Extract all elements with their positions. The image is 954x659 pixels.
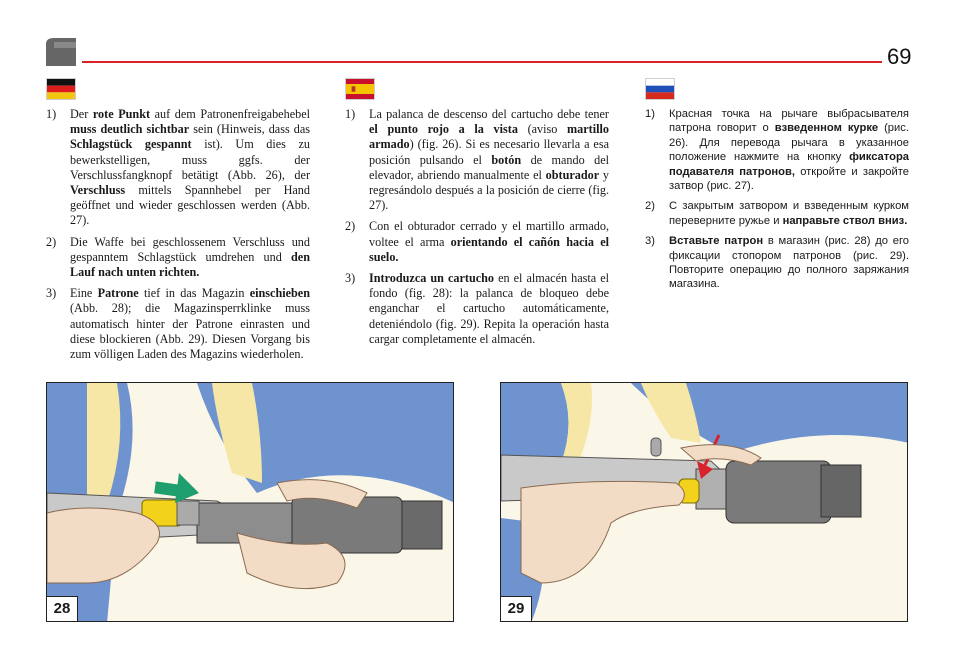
page-number: 69 (887, 44, 912, 69)
step-text-bold: muss deutlich sichtbar (70, 122, 190, 137)
step-text: Con el obturador cerrado y el martillo a… (369, 219, 609, 249)
spanish-instructions: 1) La palanca de descenso del cartucho de… (345, 107, 609, 353)
step-text: откройте и закройте затвор (рис. 27). (669, 165, 909, 193)
step-text: de mando del elevador, abriendo manualme… (369, 152, 609, 182)
chapter-tab-icon (46, 38, 76, 66)
step-number: 2) (345, 219, 356, 234)
step-text-bold: einschieben (249, 286, 310, 301)
figure-28-illustration (47, 383, 453, 621)
step-text-bold: Schlagstück gespannt (70, 137, 192, 152)
instruction-step: 1) Красная точка на рычаге выбрасывателя … (645, 107, 909, 193)
step-text-bold: den Lauf nach unten richten. (70, 249, 310, 280)
step-text-bold: obturador (545, 167, 600, 182)
step-text: ist). Um dies zu bewerkstelligen, muss g… (70, 137, 310, 182)
step-number: 1) (645, 108, 655, 120)
russian-instructions: 1) Красная точка на рычаге выбрасывателя … (645, 107, 909, 298)
step-text-bold: Patrone (97, 286, 139, 301)
step-text: mittels Spannhebel per Hand geöffnet und… (70, 183, 310, 228)
step-text: (Abb. 28); die Magazinsperrklinke muss a… (70, 301, 310, 362)
figure-28: 28 (46, 382, 454, 622)
figure-29: 29 (500, 382, 908, 622)
instruction-step: 2) Die Waffe bei geschlossenem Verschluss… (46, 235, 310, 281)
step-text: Die Waffe bei geschlossenem Verschluss u… (70, 234, 310, 264)
step-text: en el almacén hasta el fondo (fig. 28): … (369, 271, 610, 346)
step-text: Der (70, 107, 93, 121)
step-text: (рис. 26). Для перевода рычага в указанн… (669, 122, 909, 164)
step-text-bold: фиксатора подавателя патронов, (669, 151, 909, 178)
instruction-step: 3) Eine Patrone tief in das Magazin einsc… (46, 286, 310, 362)
step-text: y regresándolo después a la posición de … (369, 167, 609, 213)
step-text: tief in das Magazin (138, 286, 250, 301)
step-text: Eine (70, 286, 98, 301)
step-text-bold: направьте ствол вниз. (782, 214, 908, 227)
step-text-bold: el punto rojo a la vista (369, 122, 518, 137)
figure-29-illustration (501, 383, 907, 621)
figure-28-number: 28 (47, 596, 78, 621)
step-number: 2) (645, 200, 655, 213)
step-number: 3) (345, 271, 356, 286)
spanish-flag-icon (345, 78, 375, 100)
step-text: auf dem Patronenfreigabehebel (150, 107, 310, 121)
instruction-step: 1) La palanca de descenso del cartucho de… (345, 107, 609, 213)
figure-29-number: 29 (501, 596, 532, 621)
step-number: 3) (645, 235, 655, 248)
instruction-step: 1) Der rote Punkt auf dem Patronenfreigab… (46, 107, 310, 229)
step-text-bold: Вставьте патрон (669, 235, 764, 248)
instruction-step: 2) С закрытым затвором и взведенным курко… (645, 199, 909, 228)
step-text: в магазин (рис. 28) до его фиксации стоп… (669, 235, 910, 291)
german-instructions: 1) Der rote Punkt auf dem Patronenfreigab… (46, 107, 310, 368)
step-text: Красная точка на рычаге выбрасывателя па… (669, 108, 909, 135)
step-text-bold: взведенном курке (774, 122, 879, 135)
step-text: (aviso (517, 122, 568, 137)
step-text: sein (Hinweis, dass das (189, 122, 310, 137)
step-number: 1) (46, 107, 57, 121)
step-text: С закрытым затвором и взведенным курком … (669, 200, 909, 227)
step-text: ) (fig. 26). Si es necesario llevarla a … (369, 137, 609, 167)
step-text-bold: rote Punkt (92, 107, 151, 121)
step-number: 2) (46, 234, 57, 249)
german-flag-icon (46, 78, 76, 100)
header-rule (82, 61, 882, 63)
instruction-step: 3) Вставьте патрон в магазин (рис. 28) до… (645, 234, 909, 292)
step-number: 1) (345, 107, 356, 121)
step-number: 3) (46, 286, 57, 301)
step-text-bold: Verschluss (70, 183, 126, 198)
instruction-step: 3) Introduzca un cartucho en el almacén h… (345, 271, 609, 347)
step-text: La palanca de descenso del cartucho debe… (369, 107, 609, 121)
step-text-bold: botón (491, 152, 522, 167)
step-text-bold: orientando el cañón hacia el suelo. (369, 234, 609, 264)
instruction-step: 2) Con el obturador cerrado y el martillo… (345, 219, 609, 265)
step-text-bold: Introduzca un cartucho (369, 271, 495, 286)
step-text-bold: martillo armado (369, 122, 609, 152)
russian-flag-icon (645, 78, 675, 100)
